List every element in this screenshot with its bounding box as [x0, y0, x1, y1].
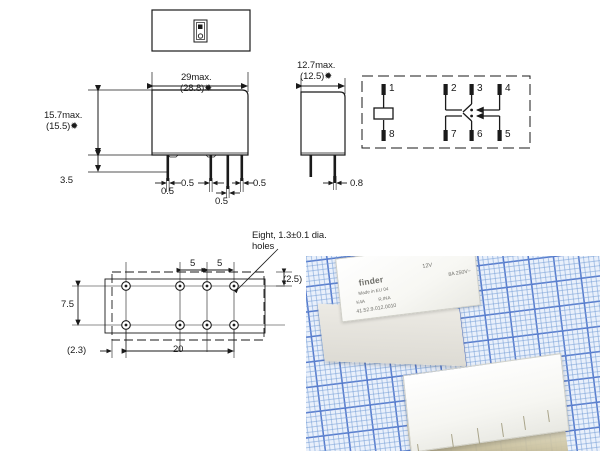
pcb-holes-note-line2: holes [252, 241, 275, 252]
front-view-pin-width-left-label: 0.5 [161, 186, 174, 197]
front-view-pin-width-right-label: 0.5 [253, 178, 266, 189]
wiring-diagram-contact-bottom [443, 112, 502, 141]
schematic-pin-4-label: 4 [505, 83, 511, 94]
front-view-pin-width-dimensions [155, 178, 254, 198]
top-view-outline [151, 9, 251, 52]
schematic-pin-2-label: 2 [451, 83, 457, 94]
side-view-pin-thickness-label: 0.8 [350, 178, 363, 189]
pcb-hole [121, 281, 239, 330]
schematic-pin-5-label: 5 [505, 129, 511, 140]
wiring-diagram-frame [361, 75, 531, 149]
schematic-pin-7-label: 7 [451, 129, 457, 140]
side-view-depth-nominal-label: (12.5)✹ [300, 71, 333, 82]
pcb-edge-offset-vertical-label: (2.5) [283, 274, 303, 285]
wiring-diagram-coil-circuit [373, 84, 394, 141]
front-view-height-dimension [88, 85, 168, 173]
front-view-width-max-label: 29max. [181, 72, 212, 83]
side-view-depth-max-label: 12.7max. [297, 60, 336, 71]
pcb-pitch-1-label: 5 [190, 258, 196, 269]
pcb-total-length-label: 20 [173, 344, 184, 355]
schematic-pin-3-label: 3 [477, 83, 483, 94]
schematic-pin-1-label: 1 [389, 83, 395, 94]
front-view-pin-length-label: 3.5 [60, 175, 73, 186]
front-view-pin-width-mid1-label: 0.5 [181, 178, 194, 189]
front-view-pin-width-mid2-label: 0.5 [215, 196, 228, 207]
front-view-height-nominal-label: (15.5)✹ [46, 121, 79, 132]
pcb-row-spacing-label: 7.5 [61, 299, 74, 310]
front-view-height-max-label: 15.7max. [44, 110, 83, 121]
relay-product-photo: finder 12V 8A 250V~ Made in EU 04 K4A R.… [306, 256, 600, 451]
pcb-layout [72, 248, 292, 358]
side-view-outline [300, 91, 346, 183]
front-view-width-nominal-label: (28.8)✹ [180, 83, 213, 94]
wiring-diagram-contact-top [443, 84, 502, 114]
pcb-holes-note-line1: Eight, 1.3±0.1 dia. [252, 230, 327, 241]
side-view-pin-thickness-dimension [323, 176, 347, 190]
pcb-edge-offset-horizontal-label: (2.3) [67, 345, 87, 356]
pcb-pitch-2-label: 5 [217, 258, 223, 269]
schematic-pin-6-label: 6 [477, 129, 483, 140]
side-view-depth-dimension [296, 78, 346, 94]
front-view-outline [151, 89, 249, 189]
schematic-pin-8-label: 8 [389, 129, 395, 140]
front-view-width-dimension [147, 72, 249, 92]
